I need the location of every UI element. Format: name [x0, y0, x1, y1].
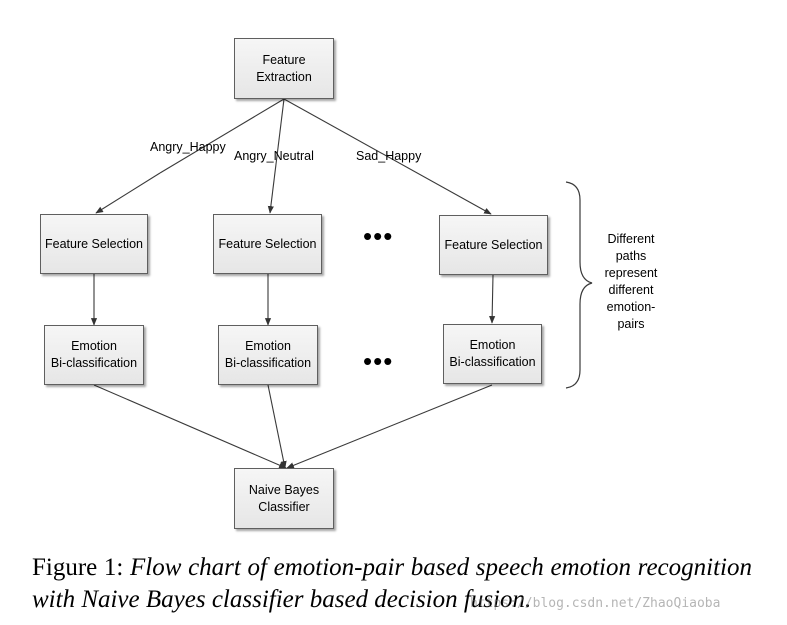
figure-caption: Figure 1: Flow chart of emotion-pair bas…: [32, 552, 752, 616]
edge-label-angry-neutral: Angry_Neutral: [234, 149, 314, 163]
ellipsis-row-1: •••: [363, 221, 394, 251]
edge-selection-3-to-bi-3: [489, 274, 496, 324]
caption-prefix: Figure 1:: [32, 554, 124, 581]
edge-label-angry-happy: Angry_Happy: [150, 140, 226, 154]
edge-extraction-to-selection-2: [267, 98, 285, 214]
feature-selection-box-1: Feature Selection: [40, 214, 148, 274]
edge-bi-1-to-naive-bayes: [93, 384, 287, 469]
edge-extraction-to-angry-happy: [159, 98, 285, 174]
bi-classification-box-3: Emotion Bi-classification: [443, 324, 542, 384]
edge-angry-happy-to-selection-1: [95, 172, 161, 214]
brace-note: Different paths represent different emot…: [604, 232, 658, 331]
feature-selection-box-3: Feature Selection: [439, 215, 548, 275]
watermark-url: https://blog.csdn.net/ZhaoQiaoba: [470, 596, 721, 611]
edge-bi-2-to-naive-bayes: [267, 384, 287, 469]
edge-bi-3-to-naive-bayes: [286, 384, 493, 469]
right-brace: [565, 181, 593, 389]
feature-extraction-box: Feature Extraction: [234, 38, 334, 99]
feature-selection-box-2: Feature Selection: [213, 214, 322, 274]
bi-classification-box-2: Emotion Bi-classification: [218, 325, 318, 385]
naive-bayes-box: Naive Bayes Classifier: [234, 468, 334, 529]
caption-text: Flow chart of emotion-pair based speech …: [32, 554, 752, 613]
ellipsis-row-2: •••: [363, 346, 394, 376]
bi-classification-box-1: Emotion Bi-classification: [44, 325, 144, 385]
edge-extraction-to-selection-3: [283, 98, 492, 215]
edge-label-sad-happy: Sad_Happy: [356, 149, 422, 163]
